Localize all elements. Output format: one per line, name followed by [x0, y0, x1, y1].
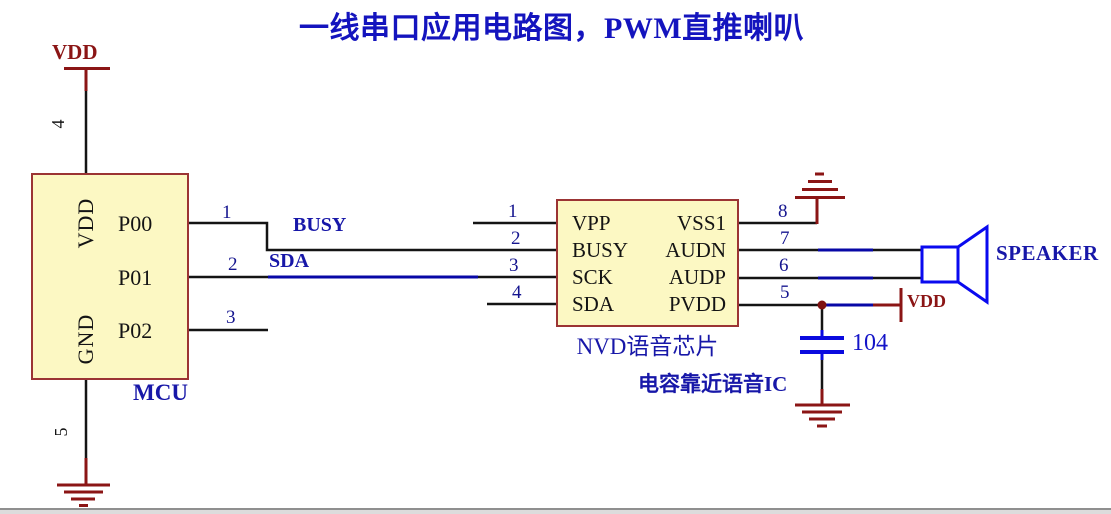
- gnd-chip-symbol: [795, 172, 845, 224]
- capacitor-icon: [800, 330, 844, 360]
- pin-number-sda: 4: [512, 282, 522, 303]
- vdd-top-label: VDD: [52, 40, 98, 64]
- vdd-top-symbol: [64, 67, 110, 91]
- speaker-body: [920, 245, 960, 284]
- window-bottom-edge: [0, 508, 1111, 510]
- chip-pin-busy: BUSY: [572, 238, 629, 262]
- pin-number-p01: 2: [228, 254, 238, 275]
- chip-pin-vss1: VSS1: [676, 211, 726, 235]
- pin-number-p02: 3: [226, 307, 236, 328]
- pin-number-vss1: 8: [778, 201, 788, 222]
- mcu-port-p01: P01: [118, 265, 153, 290]
- net-highlights: [268, 248, 873, 307]
- power-symbols: [57, 67, 903, 507]
- voice-chip-name-label: NVD语音芯片: [576, 334, 719, 359]
- page-title: 一线串口应用电路图，PWM直推喇叭: [299, 12, 805, 45]
- pin-number-vpp: 1: [508, 201, 518, 222]
- voice-chip-box: VPP BUSY SCK SDA VSS1 AUDN AUDP PVDD: [556, 199, 739, 327]
- pin-number-audn: 7: [780, 228, 790, 249]
- speaker-icon: [920, 224, 989, 305]
- speaker-label: SPEAKER: [996, 241, 1099, 265]
- chip-pin-audn: AUDN: [665, 238, 726, 262]
- chip-pin-pvdd: PVDD: [668, 292, 726, 316]
- mcu-box: VDD GND P00 P01 P02: [31, 173, 189, 380]
- mcu-port-p02: P02: [118, 318, 153, 343]
- mcu-port-p00: P00: [118, 211, 153, 236]
- capacitor-note: 电容靠近语音IC: [638, 372, 788, 396]
- net-label-sda: SDA: [269, 250, 310, 272]
- mcu-pin-number-vdd: 4: [48, 119, 68, 129]
- chip-pin-vpp: VPP: [572, 211, 611, 235]
- net-label-busy: BUSY: [293, 214, 347, 236]
- pin-number-audp: 6: [779, 255, 789, 276]
- vdd-right-label: VDD: [907, 291, 946, 311]
- pin-number-busy: 2: [511, 228, 521, 249]
- gnd-cap-symbol: [795, 389, 850, 428]
- mcu-name-label: MCU: [133, 380, 188, 405]
- speaker-horn: [956, 224, 989, 305]
- pin-number-pvdd: 5: [780, 282, 790, 303]
- junction-dot: [817, 300, 827, 310]
- pin-number-p00: 1: [222, 202, 232, 223]
- gnd-mcu-symbol: [57, 458, 110, 507]
- capacitor-value: 104: [852, 330, 888, 356]
- mcu-side-label-vdd: VDD: [73, 197, 98, 249]
- chip-pin-audp: AUDP: [668, 265, 726, 289]
- window-bottom-strip: [0, 510, 1111, 514]
- wire-busy-net: [189, 221, 556, 252]
- chip-pin-sda: SDA: [572, 292, 615, 316]
- pin-number-sck: 3: [509, 255, 519, 276]
- mcu-side-label-gnd: GND: [73, 313, 98, 365]
- mcu-pin-number-gnd: 5: [51, 427, 71, 437]
- chip-pin-sck: SCK: [572, 265, 613, 289]
